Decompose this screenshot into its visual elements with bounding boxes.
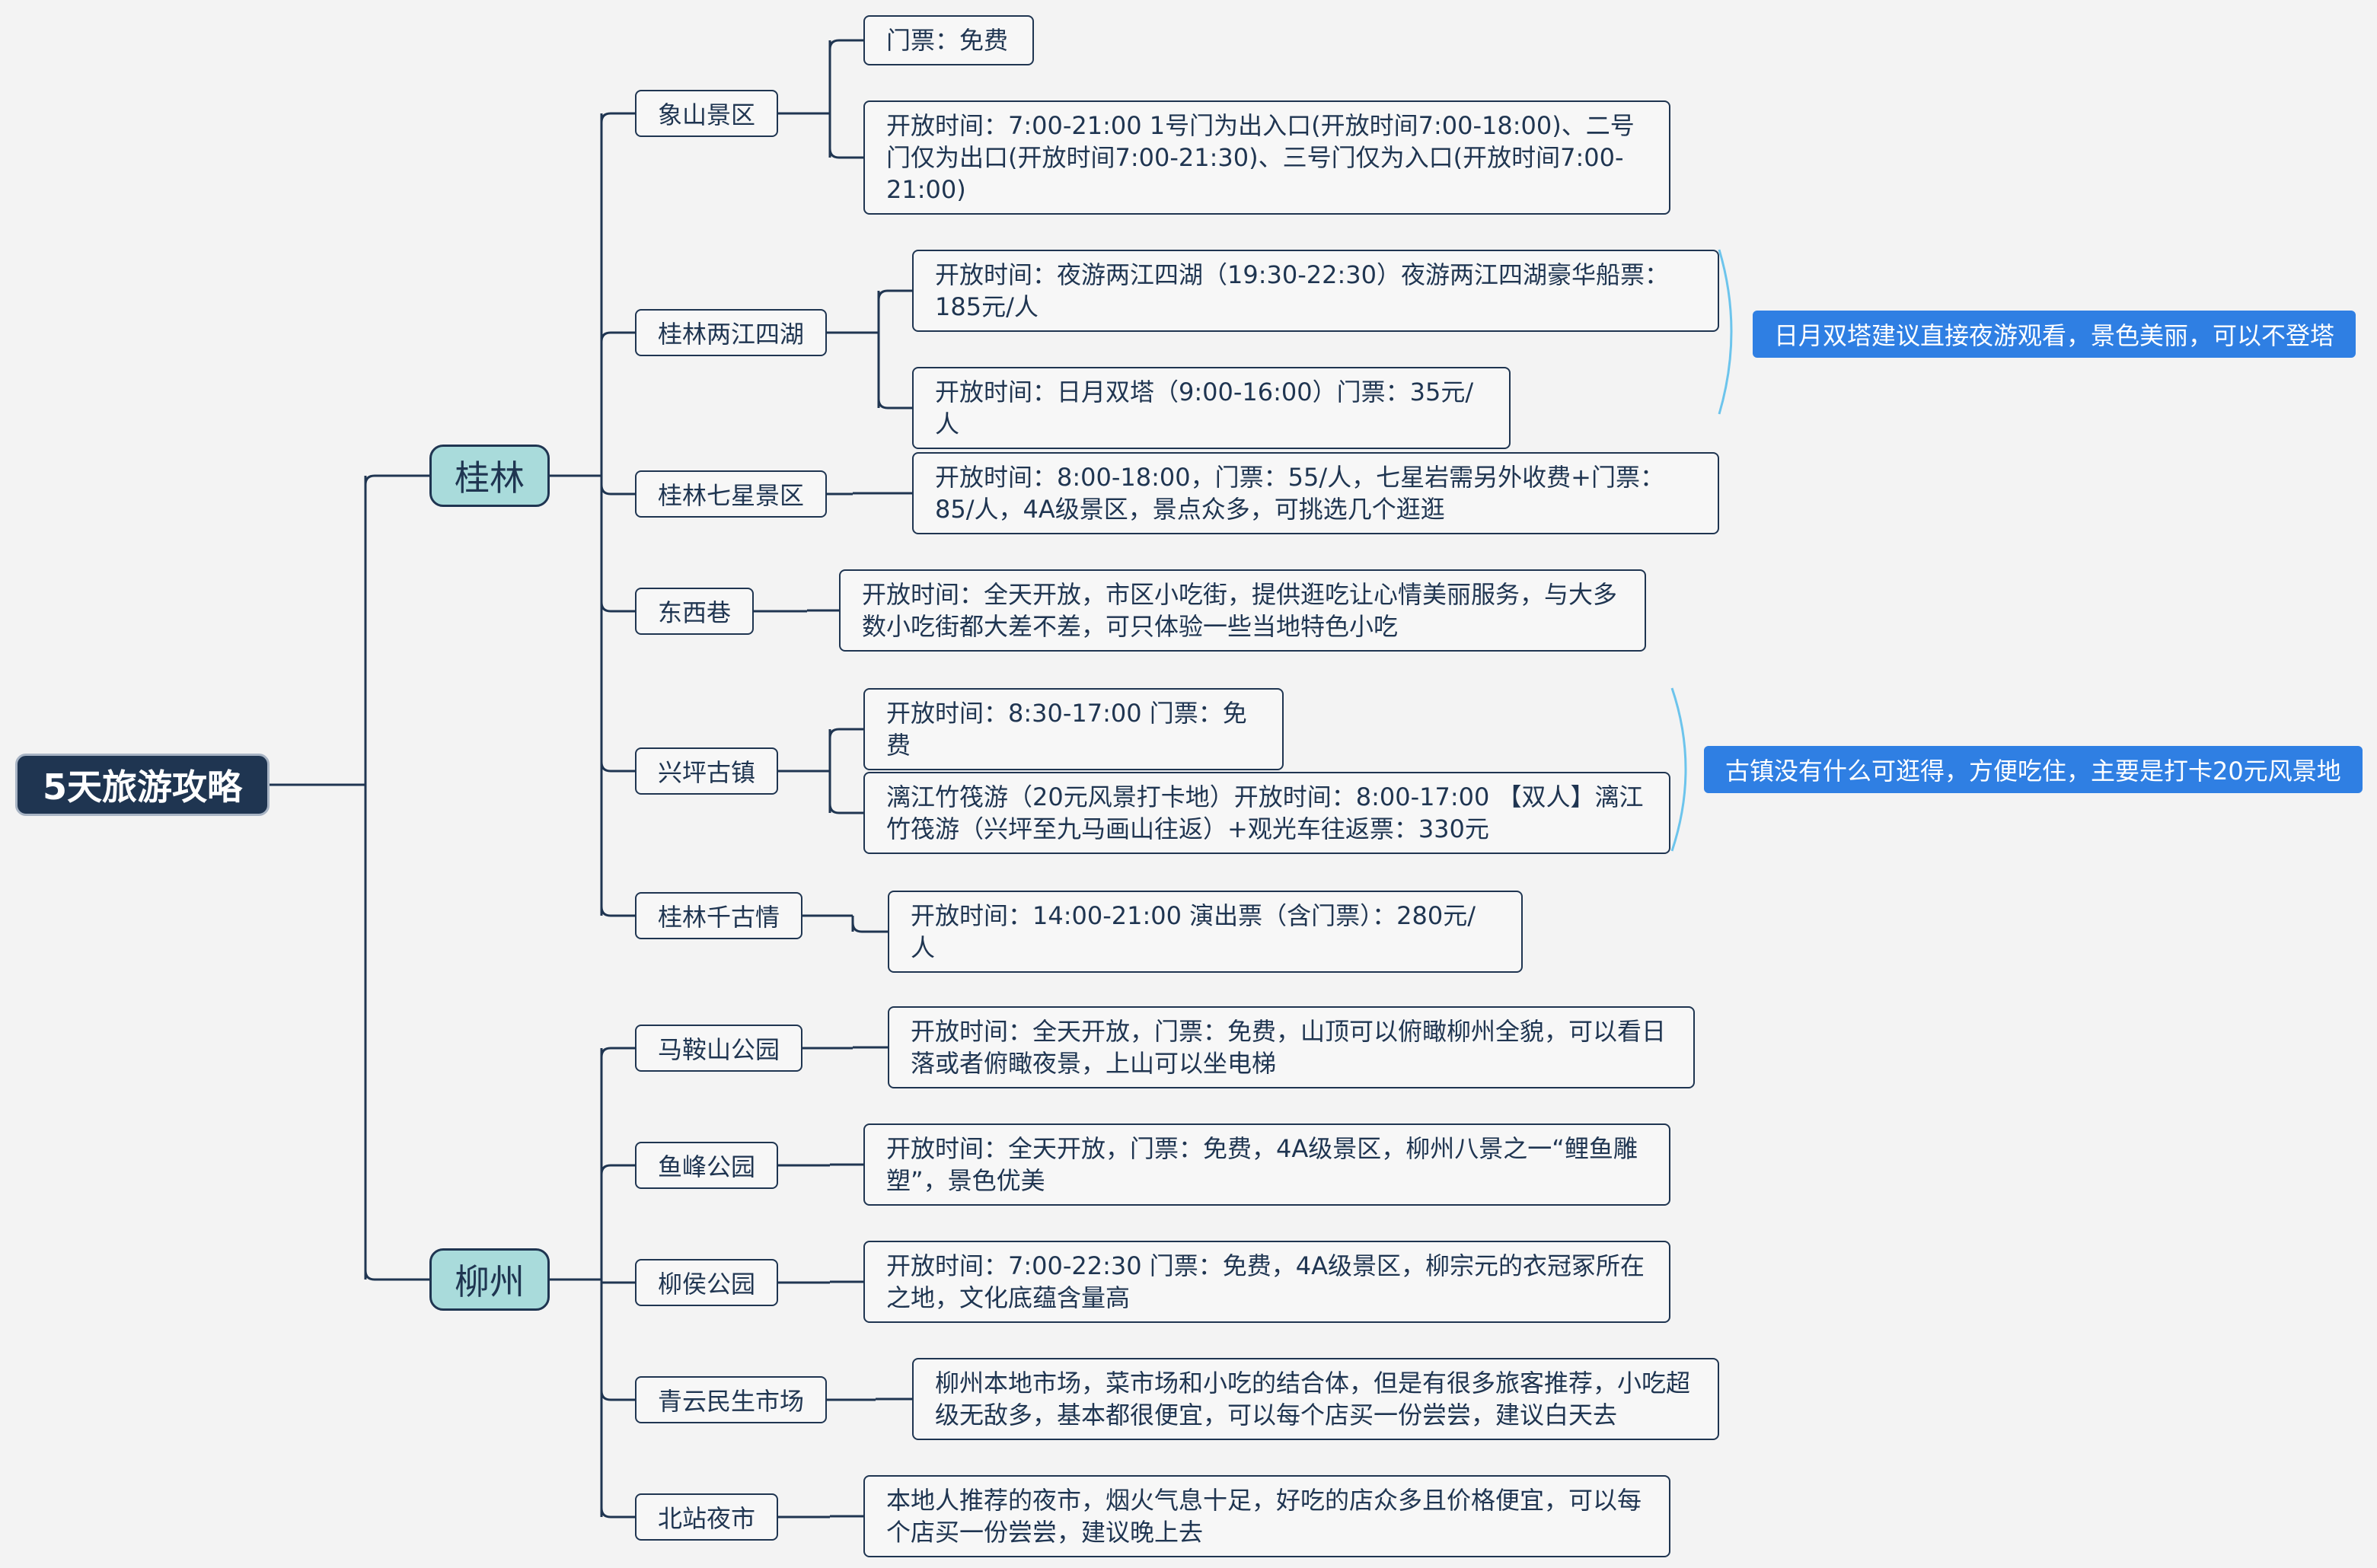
detail-xiangshan-hours[interactable]: 开放时间：7:00-21:00 1号门为出入口(开放时间7:00-18:00)、… xyxy=(863,100,1670,215)
detail-xiangshan-ticket[interactable]: 门票：免费 xyxy=(863,15,1034,65)
detail-qianguqing[interactable]: 开放时间：14:00-21:00 演出票（含门票）：280元/人 xyxy=(888,891,1523,973)
topic-dongxixiang[interactable]: 东西巷 xyxy=(635,588,755,635)
liuzhou-links-link-4 xyxy=(600,1507,635,1519)
summary-brace-liangjiangsihu xyxy=(1718,249,1733,415)
topic-yufeng[interactable]: 鱼峰公园 xyxy=(635,1142,779,1189)
guilin-links-link-1 xyxy=(600,331,635,343)
detail-dongxixiang[interactable]: 开放时间：全天开放，市区小吃街，提供逛吃让心情美丽服务，与大多数小吃街都大差不差… xyxy=(839,569,1646,652)
topic-qianguqing[interactable]: 桂林千古情 xyxy=(635,892,803,939)
xiangshan-links-link-1 xyxy=(828,148,863,159)
summary-brace-xingping xyxy=(1670,687,1687,852)
note-xingping[interactable]: 古镇没有什么可逛得，方便吃住，主要是打卡20元风景地 xyxy=(1704,746,2363,793)
xingping-links-link-0 xyxy=(828,728,863,739)
liangjiangsihu-links-link-0 xyxy=(877,289,912,301)
detail-xingping-hours[interactable]: 开放时间：8:30-17:00 门票：免费 xyxy=(863,688,1284,770)
guilin-links-link-0 xyxy=(600,112,635,123)
xiangshan-links-link-0 xyxy=(828,39,863,50)
detail-maanshan[interactable]: 开放时间：全天开放，门票：免费，山顶可以俯瞰柳州全貌，可以看日落或者俯瞰夜景，上… xyxy=(888,1006,1695,1088)
detail-liangjiangsihu-night[interactable]: 开放时间：夜游两江四湖（19:30-22:30）夜游两江四湖豪华船票：185元/… xyxy=(912,250,1719,332)
note-liangjiangsihu[interactable]: 日月双塔建议直接夜游观看，景色美丽，可以不登塔 xyxy=(1753,311,2356,358)
topic-maanshan[interactable]: 马鞍山公园 xyxy=(635,1025,803,1072)
xingping-links-link-1 xyxy=(828,803,863,814)
topic-liangjiangsihu[interactable]: 桂林两江四湖 xyxy=(635,309,828,356)
detail-liangjiangsihu-towers[interactable]: 开放时间：日月双塔（9:00-16:00）门票：35元/人 xyxy=(912,367,1511,449)
guilin-links-link-2 xyxy=(600,484,635,496)
topic-xiangshan[interactable]: 象山景区 xyxy=(635,90,779,137)
liuzhou-links-link-0 xyxy=(600,1047,635,1058)
root-links-link-1 xyxy=(364,1270,429,1281)
topic-liuhou[interactable]: 柳侯公园 xyxy=(635,1259,779,1306)
branch-liuzhou[interactable]: 柳州 xyxy=(429,1248,550,1311)
topic-beizhan[interactable]: 北站夜市 xyxy=(635,1493,779,1541)
root-links-link-0 xyxy=(364,474,429,486)
liangjiangsihu-links-link-1 xyxy=(877,398,912,410)
liuzhou-links-link-3 xyxy=(600,1390,635,1401)
detail-qixing[interactable]: 开放时间：8:00-18:00，门票：55/人，七星岩需另外收费+门票：85/人… xyxy=(912,452,1719,534)
detail-xingping-raft[interactable]: 漓江竹筏游（20元风景打卡地）开放时间：8:00-17:00 【双人】漓江竹筏游… xyxy=(863,772,1670,854)
guilin-links-link-5 xyxy=(600,906,635,917)
qianguqing-links-link-0 xyxy=(851,922,888,933)
detail-liuhou[interactable]: 开放时间：7:00-22:30 门票：免费，4A级景区，柳宗元的衣冠冢所在之地，… xyxy=(863,1241,1670,1323)
detail-yufeng[interactable]: 开放时间：全天开放，门票：免费，4A级景区，柳州八景之一“鲤鱼雕塑”，景色优美 xyxy=(863,1123,1670,1206)
topic-xingping[interactable]: 兴坪古镇 xyxy=(635,747,779,795)
guilin-links-link-3 xyxy=(600,601,635,613)
branch-guilin[interactable]: 桂林 xyxy=(429,445,550,507)
detail-qingyun[interactable]: 柳州本地市场，菜市场和小吃的结合体，但是有很多旅客推荐，小吃超级无敌多，基本都很… xyxy=(912,1358,1719,1440)
guilin-links-link-4 xyxy=(600,761,635,773)
detail-beizhan[interactable]: 本地人推荐的夜市，烟火气息十足，好吃的店众多且价格便宜，可以每个店买一份尝尝，建… xyxy=(863,1475,1670,1557)
root-topic[interactable]: 5天旅游攻略 xyxy=(15,754,270,816)
topic-qingyun[interactable]: 青云民生市场 xyxy=(635,1376,828,1423)
liuzhou-links-link-1 xyxy=(600,1164,635,1175)
topic-qixing[interactable]: 桂林七星景区 xyxy=(635,470,828,518)
